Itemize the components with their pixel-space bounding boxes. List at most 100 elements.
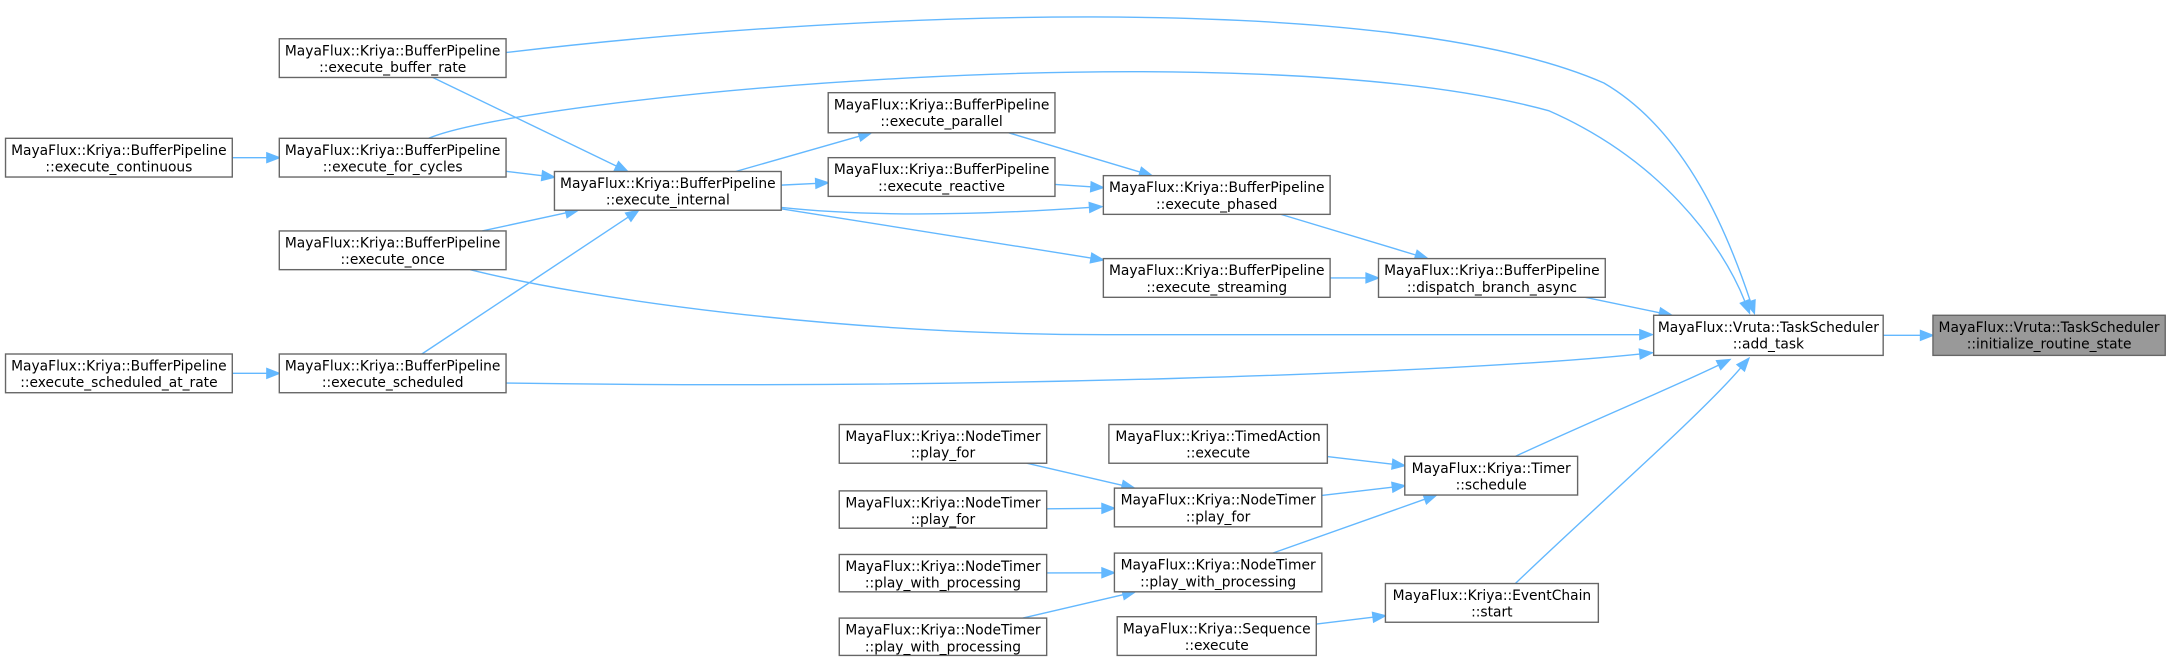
node-phased[interactable]: MayaFlux::Kriya::BufferPipeline::execute… — [1102, 174, 1331, 216]
edge-nt_play_for_a-to-play_for — [1026, 462, 1137, 491]
node-class-label: MayaFlux::Kriya::BufferPipeline — [560, 176, 776, 192]
node-class-label: MayaFlux::Kriya::NodeTimer — [845, 623, 1040, 639]
node-class-label: MayaFlux::Kriya::NodeTimer — [845, 429, 1040, 445]
edge-line — [1514, 367, 1742, 585]
arrowhead-icon — [266, 151, 282, 164]
arrowhead-icon — [1638, 348, 1655, 360]
edge-once-to-internal — [482, 207, 581, 232]
edge-line — [1321, 486, 1393, 497]
arrowhead-icon — [1089, 252, 1106, 264]
node-scheduled[interactable]: MayaFlux::Kriya::BufferPipeline::execute… — [278, 353, 507, 394]
node-class-label: MayaFlux::Kriya::BufferPipeline — [1109, 180, 1325, 196]
node-box — [827, 91, 1056, 134]
edge-line — [1316, 616, 1374, 625]
node-pwp[interactable]: MayaFlux::Kriya::NodeTimer::play_with_pr… — [1113, 552, 1323, 593]
node-method-label: ::play_for — [911, 512, 976, 528]
node-box — [1102, 174, 1331, 216]
edge-line — [781, 208, 1092, 259]
node-eventchain[interactable]: MayaFlux::Kriya::EventChain::start — [1384, 582, 1600, 623]
node-timer[interactable]: MayaFlux::Kriya::Timer::schedule — [1404, 455, 1579, 496]
arrowhead-icon — [613, 160, 630, 173]
node-class-label: MayaFlux::Kriya::NodeTimer — [1121, 493, 1316, 509]
edge-line — [1585, 296, 1660, 314]
edges — [232, 16, 1935, 625]
arrowhead-icon — [1735, 356, 1751, 373]
node-nt-pwp-a[interactable]: MayaFlux::Kriya::NodeTimer::play_with_pr… — [838, 553, 1048, 593]
node-streaming[interactable]: MayaFlux::Kriya::BufferPipeline::execute… — [1102, 257, 1331, 299]
edge-line — [505, 16, 1752, 302]
edge-nt_play_for_b-to-play_for — [1046, 502, 1117, 515]
edge-timed_action-to-timer — [1327, 455, 1407, 470]
node-box — [1932, 314, 2166, 357]
node-internal[interactable]: MayaFlux::Kriya::BufferPipeline::execute… — [553, 170, 782, 211]
node-class-label: MayaFlux::Kriya::EventChain — [1393, 588, 1592, 604]
edge-line — [421, 216, 629, 355]
node-play-for[interactable]: MayaFlux::Kriya::NodeTimer::play_for — [1113, 487, 1323, 528]
edge-line — [1008, 132, 1141, 173]
node-buffer-rate[interactable]: MayaFlux::Kriya::BufferPipeline::execute… — [278, 38, 507, 79]
node-box — [827, 156, 1056, 198]
edge-dispatch-to-add_task — [1585, 296, 1674, 319]
node-method-label: ::execute_phased — [1156, 197, 1277, 213]
node-class-label: MayaFlux::Kriya::BufferPipeline — [285, 143, 501, 159]
node-method-label: ::schedule — [1456, 478, 1527, 494]
edge-internal-to-reactive — [781, 177, 831, 190]
node-parallel[interactable]: MayaFlux::Kriya::BufferPipeline::execute… — [827, 91, 1056, 134]
edge-scheduled-to-internal — [421, 209, 641, 355]
edge-parallel-to-phased — [1008, 132, 1154, 178]
node-method-label: ::play_with_processing — [1140, 574, 1296, 590]
node-method-label: ::play_with_processing — [865, 639, 1021, 655]
node-nt-play-for-a[interactable]: MayaFlux::Kriya::NodeTimer::play_for — [838, 423, 1048, 464]
node-class-label: MayaFlux::Kriya::BufferPipeline — [11, 359, 227, 375]
node-once[interactable]: MayaFlux::Kriya::BufferPipeline::execute… — [278, 230, 507, 271]
node-method-label: ::execute — [1185, 638, 1249, 654]
edge-streaming-to-dispatch — [1330, 272, 1381, 284]
node-timed-action[interactable]: MayaFlux::Kriya::TimedAction::execute — [1108, 423, 1329, 464]
arrowhead-icon — [1919, 329, 1935, 342]
node-nt-play-for-b[interactable]: MayaFlux::Kriya::NodeTimer::play_for — [838, 490, 1048, 529]
edge-line — [1054, 183, 1091, 188]
node-reactive[interactable]: MayaFlux::Kriya::BufferPipeline::execute… — [827, 156, 1056, 198]
arrowhead-icon — [814, 177, 831, 190]
node-class-label: MayaFlux::Kriya::BufferPipeline — [285, 359, 501, 375]
node-box — [1102, 257, 1331, 299]
edge-internal-to-streaming — [781, 208, 1106, 264]
node-box — [278, 137, 507, 178]
node-method-label: ::play_for — [911, 446, 976, 462]
node-nt-pwp-b[interactable]: MayaFlux::Kriya::NodeTimer::play_with_pr… — [838, 617, 1048, 657]
edge-line — [505, 170, 543, 177]
node-for-cycles[interactable]: MayaFlux::Kriya::BufferPipeline::execute… — [278, 137, 507, 178]
arrowhead-icon — [1101, 566, 1117, 579]
edge-for_cycles-to-internal — [505, 169, 557, 182]
node-box — [553, 170, 782, 211]
arrowhead-icon — [1089, 180, 1106, 193]
node-scheduled-at-rate[interactable]: MayaFlux::Kriya::BufferPipeline::execute… — [4, 353, 233, 394]
node-box — [4, 137, 233, 178]
edge-line — [482, 212, 567, 232]
edge-add_task-to-initialize — [1883, 329, 1935, 342]
arrowhead-icon — [1101, 502, 1117, 515]
arrowhead-icon — [1639, 328, 1655, 341]
edge-line — [1280, 213, 1416, 256]
arrowhead-icon — [624, 209, 641, 223]
node-method-label: ::execute_scheduled — [322, 375, 464, 391]
node-continuous[interactable]: MayaFlux::Kriya::BufferPipeline::execute… — [4, 137, 233, 178]
node-method-label: ::execute — [1186, 446, 1250, 462]
node-class-label: MayaFlux::Kriya::Timer — [1412, 461, 1571, 477]
node-initialize[interactable]: MayaFlux::Vruta::TaskScheduler::initiali… — [1932, 314, 2166, 357]
node-dispatch[interactable]: MayaFlux::Kriya::BufferPipeline::dispatc… — [1377, 257, 1606, 299]
edge-line — [428, 71, 1746, 302]
arrowhead-icon — [1371, 611, 1388, 624]
arrowhead-icon — [1422, 493, 1439, 505]
edge-line — [506, 353, 1640, 386]
node-add-task[interactable]: MayaFlux::Vruta::TaskScheduler::add_task — [1652, 314, 1884, 357]
edge-continuous-to-for_cycles — [232, 151, 282, 164]
edge-line — [1022, 593, 1124, 619]
node-method-label: ::execute_continuous — [45, 159, 192, 175]
node-box — [278, 230, 507, 271]
node-box — [838, 423, 1048, 464]
node-sequence[interactable]: MayaFlux::Kriya::Sequence::execute — [1116, 616, 1317, 657]
edge-line — [432, 76, 617, 167]
node-class-label: MayaFlux::Kriya::BufferPipeline — [834, 97, 1050, 113]
